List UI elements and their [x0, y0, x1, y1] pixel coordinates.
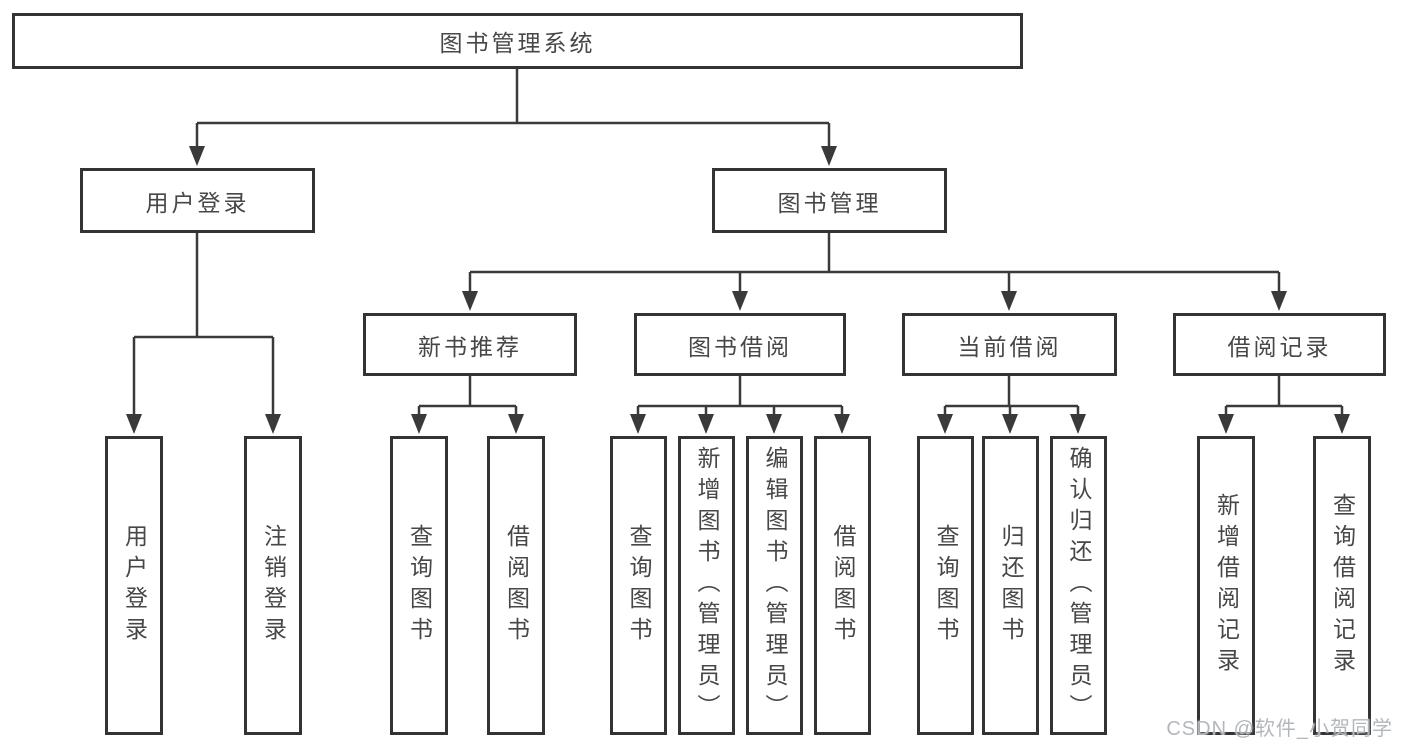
arrowhead	[462, 291, 478, 311]
node-user-login: 用户登录	[80, 168, 315, 233]
leaf-return-books: 归还图书	[982, 436, 1039, 735]
arrowhead	[937, 414, 953, 434]
leaf-logout: 注销登录	[244, 436, 302, 735]
node-new-book-recommend: 新书推荐	[363, 313, 577, 376]
arrowhead	[1070, 414, 1086, 434]
arrowhead	[698, 414, 714, 434]
arrowhead	[630, 414, 646, 434]
leaf-query-books-recommend: 查询图书	[390, 436, 448, 735]
arrowhead	[1334, 414, 1350, 434]
connector-borrow-records-to-leaves	[1218, 376, 1350, 434]
connector-user-login-to-leaves	[126, 233, 281, 434]
node-book-borrow: 图书借阅	[634, 313, 846, 376]
arrowhead	[189, 146, 205, 166]
node-book-management: 图书管理	[712, 168, 947, 233]
arrowhead	[1001, 291, 1017, 311]
leaf-query-borrow-record: 查询借阅记录	[1313, 436, 1371, 735]
leaf-add-borrow-record: 新增借阅记录	[1197, 436, 1255, 735]
connector-new-book-recommend-to-leaves	[411, 376, 524, 434]
arrowhead	[508, 414, 524, 434]
arrowhead	[411, 414, 427, 434]
node-root: 图书管理系统	[12, 13, 1023, 69]
arrowhead	[834, 414, 850, 434]
arrowhead	[265, 414, 281, 434]
arrowhead	[766, 414, 782, 434]
arrowhead	[1218, 414, 1234, 434]
leaf-confirm-return-admin: 确认归还（管理员）	[1050, 436, 1107, 735]
leaf-edit-books-admin: 编辑图书（管理员）	[746, 436, 803, 735]
leaf-user-login: 用户登录	[105, 436, 163, 735]
arrowhead	[732, 291, 748, 311]
leaf-add-books-admin: 新增图书（管理员）	[678, 436, 735, 735]
leaf-query-books-current: 查询图书	[917, 436, 974, 735]
connector-book-borrow-to-leaves	[630, 376, 850, 434]
node-borrow-records: 借阅记录	[1173, 313, 1386, 376]
arrowhead	[1271, 291, 1287, 311]
connector-book-management-to-level3	[462, 233, 1287, 311]
leaf-borrow-books-recommend: 借阅图书	[487, 436, 545, 735]
connector-current-borrow-to-leaves	[937, 376, 1086, 434]
connector-root-to-level2	[189, 69, 837, 166]
leaf-query-books-borrow: 查询图书	[610, 436, 667, 735]
arrowhead	[821, 146, 837, 166]
watermark: CSDN @软件_小贺同学	[1166, 718, 1393, 740]
leaf-borrow-books: 借阅图书	[814, 436, 871, 735]
arrowhead	[126, 414, 142, 434]
arrowhead	[1002, 414, 1018, 434]
node-current-borrow: 当前借阅	[902, 313, 1117, 376]
